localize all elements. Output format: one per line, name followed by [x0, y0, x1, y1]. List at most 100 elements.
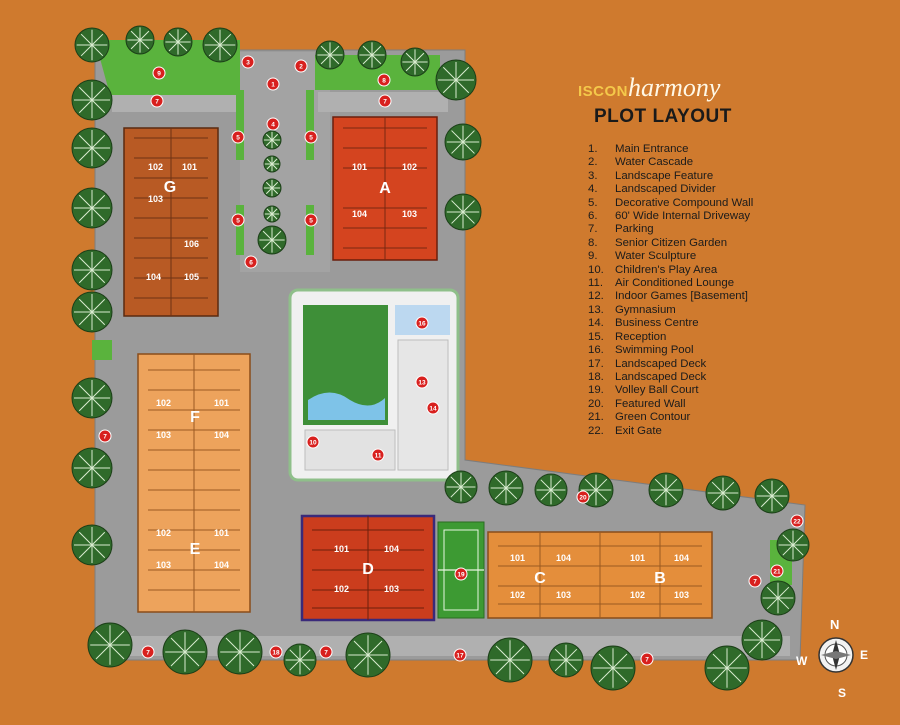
- unit-label: 102: [630, 590, 645, 600]
- legend-number: 1.: [588, 143, 598, 155]
- legend-label: Business Centre: [615, 317, 699, 330]
- legend-label: Landscaped Deck: [615, 357, 707, 370]
- building-letters: G A F E D C B: [164, 179, 666, 587]
- legend-item: 3.Landscape Feature: [588, 170, 888, 183]
- unit-label: 102: [510, 590, 525, 600]
- legend-item: 4.Landscaped Divider: [588, 183, 888, 196]
- legend-label: Water Cascade: [615, 156, 694, 169]
- tree-icon: [488, 470, 524, 506]
- brand-iscon: ISCON: [578, 83, 629, 100]
- legend-label: Featured Wall: [615, 397, 686, 410]
- amenity-marker: 10: [306, 435, 320, 449]
- legend-item: 10. Children's Play Area: [588, 264, 888, 277]
- tree-icon: [776, 528, 810, 562]
- unit-label: 102: [156, 528, 171, 538]
- building-letter-g: G: [164, 179, 176, 196]
- amenity-marker-number: 19: [457, 572, 465, 579]
- amenity-marker-number: 7: [146, 650, 150, 657]
- amenity-marker-number: 9: [157, 71, 161, 78]
- amenity-marker: 7: [141, 645, 155, 659]
- unit-label: 101: [214, 398, 229, 408]
- legend-label: Exit Gate: [615, 424, 662, 437]
- legend-item: 8.Senior Citizen Garden: [588, 237, 888, 250]
- tree-icon: [71, 187, 113, 229]
- amenity-marker-number: 21: [773, 569, 781, 576]
- amenity-marker: 7: [150, 94, 164, 108]
- legend-item: 22. Exit Gate: [588, 425, 888, 438]
- amenity-marker-number: 7: [103, 434, 107, 441]
- tree-icon: [648, 472, 684, 508]
- tree-icon: [71, 291, 113, 333]
- unit-label: 104: [214, 430, 229, 440]
- legend-item: 13.Gymnasium: [588, 304, 888, 317]
- tree-icon: [262, 130, 282, 150]
- unit-label: 104: [384, 544, 399, 554]
- tree-icon: [202, 27, 238, 63]
- legend-number: 22.: [588, 424, 604, 437]
- amenity-marker-number: 8: [382, 78, 386, 85]
- brand-logo: ISCONharmony: [578, 74, 878, 106]
- tree-icon: [263, 155, 281, 173]
- tree-icon: [444, 470, 478, 504]
- clubhouse-block: [288, 288, 460, 482]
- tree-icon: [548, 642, 584, 678]
- tree-icon: [71, 249, 113, 291]
- amenity-marker: 5: [231, 130, 245, 144]
- legend-number: 19.: [588, 384, 604, 397]
- legend-item: 7.Parking: [588, 223, 888, 236]
- unit-label: 101: [182, 162, 197, 172]
- amenity-marker: 2: [294, 59, 308, 73]
- unit-label: 104: [352, 209, 367, 219]
- legend-item: 20.Featured Wall: [588, 398, 888, 411]
- amenity-marker: 7: [98, 429, 112, 443]
- amenity-marker: 5: [304, 213, 318, 227]
- tree-icon: [534, 473, 568, 507]
- legend-number: 17.: [588, 357, 604, 370]
- legend-number: 12.: [588, 290, 604, 303]
- title-block: ISCONharmony PLOT LAYOUT: [578, 74, 878, 128]
- amenity-marker-number: 16: [418, 321, 426, 328]
- unit-label: 104: [214, 560, 229, 570]
- building-letter-b: B: [654, 570, 666, 587]
- amenity-marker-number: 4: [271, 122, 275, 129]
- building-a: [332, 116, 438, 261]
- amenity-marker-number: 13: [418, 380, 426, 387]
- legend-label: Indoor Games [Basement]: [615, 290, 748, 303]
- legend-item: 15.Reception: [588, 331, 888, 344]
- unit-label: 104: [674, 553, 689, 563]
- legend-label: Landscaped Deck: [615, 370, 707, 383]
- legend-item: 11.Air Conditioned Lounge: [588, 277, 888, 290]
- amenity-marker-number: 5: [236, 218, 240, 225]
- amenity-marker-number: 20: [579, 495, 587, 502]
- tree-icon: [71, 79, 113, 121]
- amenity-marker: 17: [453, 648, 467, 662]
- building-letter-d: D: [362, 561, 374, 578]
- legend-item: 16.Swimming Pool: [588, 344, 888, 357]
- tree-icon: [163, 27, 193, 57]
- brand-harmony: harmony: [628, 73, 721, 102]
- amenity-marker: 5: [304, 130, 318, 144]
- legend-number: 10.: [588, 263, 604, 276]
- legend-number: 7.: [588, 223, 598, 236]
- amenity-marker: 18: [269, 645, 283, 659]
- legend-number: 21.: [588, 411, 604, 424]
- amenity-marker-number: 5: [309, 135, 313, 142]
- amenity-marker-number: 7: [753, 579, 757, 586]
- legend-label: Children's Play Area: [615, 263, 718, 276]
- unit-label: 103: [148, 194, 163, 204]
- legend-item: 21.Green Contour: [588, 411, 888, 424]
- tree-icon: [71, 447, 113, 489]
- amenity-marker: 9: [152, 66, 166, 80]
- unit-label: 102: [334, 584, 349, 594]
- compass-w: W: [796, 654, 808, 668]
- amenity-marker-number: 18: [272, 650, 280, 657]
- unit-label: 106: [184, 239, 199, 249]
- legend-label: Volley Ball Court: [615, 384, 699, 397]
- amenity-marker: 20: [576, 490, 590, 504]
- amenity-marker-number: 5: [309, 218, 313, 225]
- legend-label: Gymnasium: [615, 303, 676, 316]
- building-letter-a: A: [379, 180, 391, 197]
- amenity-marker-number: 22: [793, 519, 801, 526]
- amenity-marker-number: 17: [456, 653, 464, 660]
